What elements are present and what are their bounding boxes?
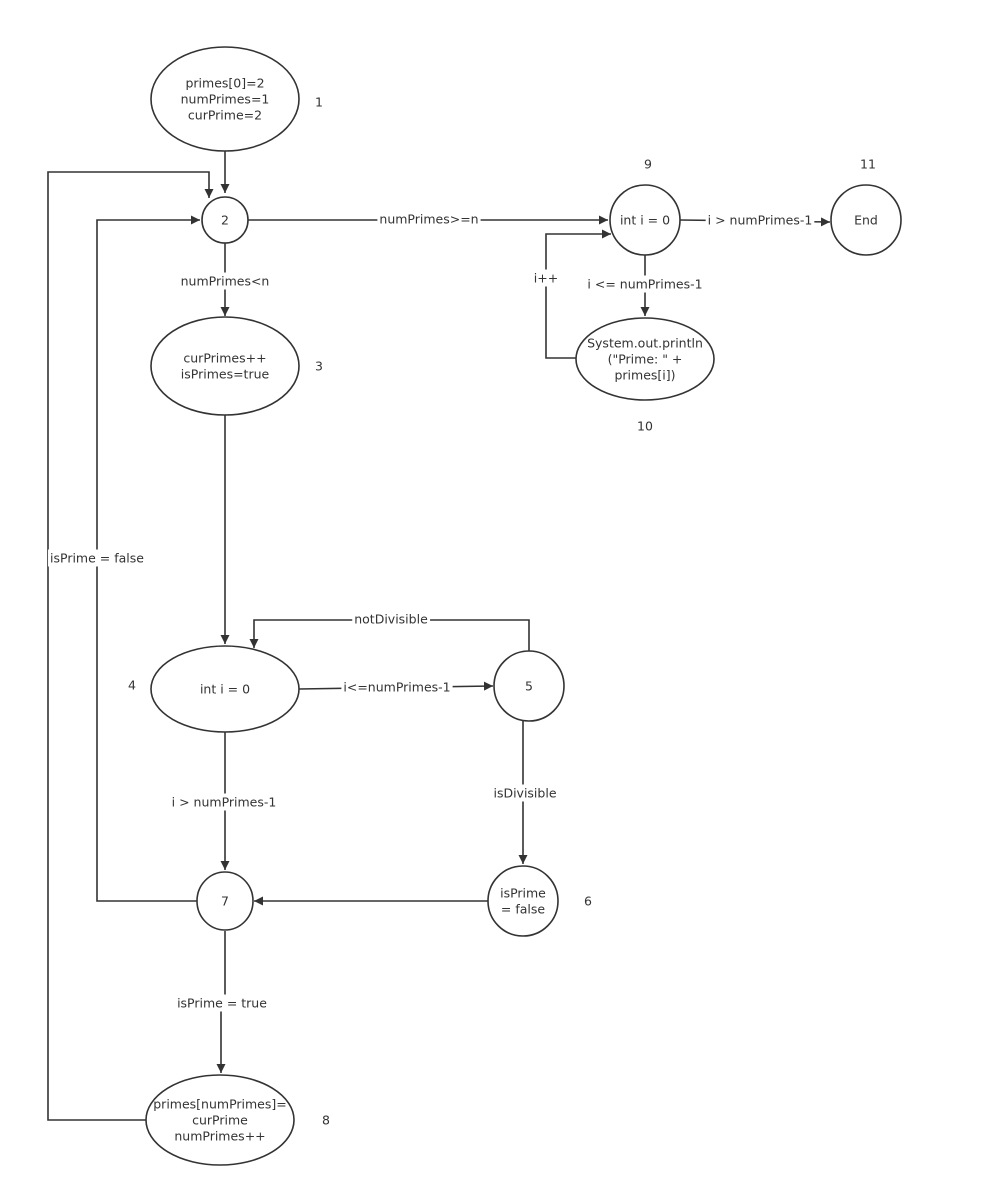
node-number-1: 1 <box>315 95 323 110</box>
svg-text:i <= numPrimes-1: i <= numPrimes-1 <box>587 277 702 292</box>
node-text-line: primes[0]=2 <box>185 76 264 91</box>
node-number-9: 9 <box>644 157 652 172</box>
svg-text:curPrimes++isPrimes=true: curPrimes++isPrimes=true <box>181 351 270 382</box>
node-text-line: primes[numPrimes]= <box>153 1097 286 1112</box>
node-text-line: End <box>854 213 878 228</box>
edge-label-5-4: notDivisible <box>352 610 431 628</box>
svg-text:isPrime = false: isPrime = false <box>50 551 144 566</box>
node-text-line: = false <box>501 902 545 917</box>
svg-text:int i = 0: int i = 0 <box>620 213 670 228</box>
node-5: 5 <box>493 650 565 722</box>
node-2: 2 <box>201 196 249 244</box>
edge-label-7-2: isPrime = false <box>48 549 147 567</box>
node-text-line: 2 <box>221 213 229 228</box>
edge-label-4-7: i > numPrimes-1 <box>169 793 279 811</box>
edge-label-2-3: numPrimes<n <box>178 272 272 290</box>
svg-text:i > numPrimes-1: i > numPrimes-1 <box>708 213 813 228</box>
node-4: int i = 0 <box>150 645 300 733</box>
node-9: int i = 0 <box>609 184 681 256</box>
svg-text:isPrime= false: isPrime= false <box>500 886 546 917</box>
svg-text:numPrimes>=n: numPrimes>=n <box>379 212 478 227</box>
node-text-line: curPrime <box>192 1113 248 1128</box>
svg-text:End: End <box>854 213 878 228</box>
node-number-11: 11 <box>860 157 876 172</box>
edge-label-5-6: isDivisible <box>491 784 559 802</box>
node-text-line: System.out.println <box>587 336 703 351</box>
edge-label-9-11: i > numPrimes-1 <box>705 211 815 229</box>
node-text-line: isPrimes=true <box>181 367 270 382</box>
svg-text:numPrimes<n: numPrimes<n <box>181 274 270 289</box>
node-number-3: 3 <box>315 359 323 374</box>
edge-label-2-9: numPrimes>=n <box>377 210 481 228</box>
node-text-line: isPrime <box>500 886 546 901</box>
svg-text:i<=numPrimes-1: i<=numPrimes-1 <box>343 680 450 695</box>
node-number-6: 6 <box>584 894 592 909</box>
edge-label-9-10: i <= numPrimes-1 <box>585 275 705 293</box>
edge-8-to-2 <box>47 171 214 1121</box>
svg-text:i++: i++ <box>534 271 558 286</box>
node-number-10: 10 <box>637 419 653 434</box>
node-number-4: 4 <box>128 678 136 693</box>
node-10: System.out.println("Prime: " +primes[i]) <box>575 317 715 401</box>
node-text-line: int i = 0 <box>200 682 250 697</box>
svg-text:7: 7 <box>221 894 229 909</box>
svg-text:2: 2 <box>221 213 229 228</box>
node-6: isPrime= false <box>487 865 559 937</box>
svg-text:5: 5 <box>525 679 533 694</box>
node-7: 7 <box>196 871 254 931</box>
node-text-line: 5 <box>525 679 533 694</box>
node-text-line: curPrime=2 <box>188 108 262 123</box>
edge-label-7-8: isPrime = true <box>175 994 270 1012</box>
node-text-line: numPrimes++ <box>174 1129 265 1144</box>
node-11-end: End <box>830 184 902 256</box>
svg-text:notDivisible: notDivisible <box>354 612 428 627</box>
node-text-line: int i = 0 <box>620 213 670 228</box>
node-3: curPrimes++isPrimes=true <box>150 316 300 416</box>
edge-10-to-9 <box>545 229 611 359</box>
node-text-line: curPrimes++ <box>183 351 266 366</box>
svg-text:System.out.println("Prime: " +: System.out.println("Prime: " +primes[i]) <box>587 336 703 383</box>
node-text-line: numPrimes=1 <box>181 92 270 107</box>
node-number-8: 8 <box>322 1113 330 1128</box>
node-text-line: primes[i]) <box>614 368 675 383</box>
node-text-line: 7 <box>221 894 229 909</box>
svg-text:int i = 0: int i = 0 <box>200 682 250 697</box>
svg-text:i > numPrimes-1: i > numPrimes-1 <box>172 795 277 810</box>
svg-text:isDivisible: isDivisible <box>493 786 556 801</box>
svg-text:isPrime = true: isPrime = true <box>177 996 267 1011</box>
edge-label-10-9: i++ <box>531 269 561 287</box>
node-text-line: ("Prime: " + <box>608 352 683 367</box>
edge-label-4-5: i<=numPrimes-1 <box>341 678 453 696</box>
